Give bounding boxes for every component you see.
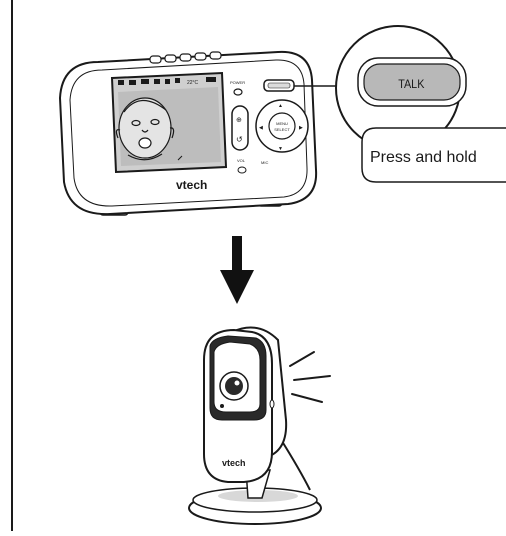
left-arrow-icon: ◀: [259, 125, 263, 131]
select-label: SELECT: [274, 127, 290, 132]
up-arrow-icon: ▲: [278, 103, 283, 109]
baby-unit: vtech: [189, 328, 321, 525]
down-arrow-icon: ▼: [278, 146, 283, 152]
talk-callout: TALK Press and hold: [336, 26, 506, 182]
menu-label: MENU: [276, 121, 288, 126]
power-label: POWER: [230, 80, 245, 85]
power-led: [234, 89, 242, 95]
baby-unit-side-button[interactable]: [270, 400, 274, 408]
right-arrow-icon: ▶: [299, 125, 303, 131]
back-icon: ↺: [236, 135, 243, 144]
zoom-icon: ⊕: [236, 117, 242, 124]
baby-unit-brand-logo: vtech: [222, 458, 246, 468]
light-sensor: [220, 404, 224, 408]
parent-unit-brand-logo: vtech: [176, 178, 207, 192]
screen-temperature: 22°C: [187, 80, 199, 86]
menu-select-button[interactable]: [269, 113, 295, 139]
vol-led: [238, 167, 246, 173]
arrow-down-icon: [220, 236, 254, 304]
power-cable: [280, 438, 310, 490]
camera-lens-inner: [225, 377, 243, 395]
sound-waves-icon: [290, 352, 330, 402]
instruction-text: Press and hold: [370, 149, 477, 166]
mic-label: MIC: [261, 160, 268, 165]
callout-talk-label: TALK: [398, 79, 425, 92]
parent-unit: 22°C POWER ⊕ ↺ VOL MENU SELECT: [60, 52, 316, 215]
vol-label: VOL: [237, 158, 246, 163]
